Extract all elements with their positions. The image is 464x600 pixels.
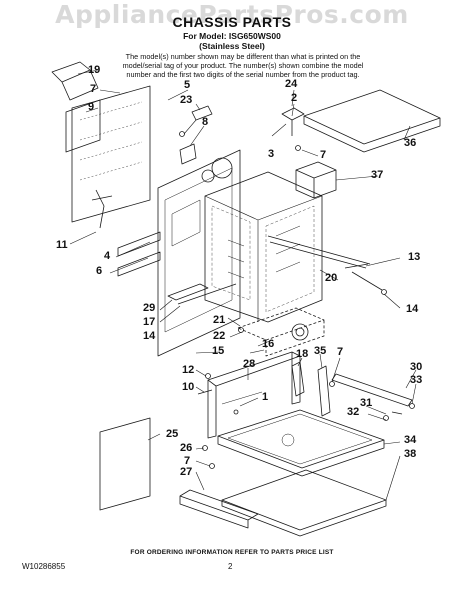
callout-4: 4 — [104, 250, 111, 262]
callout-8: 8 — [202, 116, 209, 128]
callout-17: 17 — [143, 316, 156, 328]
part-toe-kick-27 — [179, 489, 259, 529]
part-back-panel — [71, 85, 151, 229]
callout-13: 13 — [408, 251, 421, 263]
callout-7-c: 7 — [337, 346, 344, 358]
part-bottom-pan-34 — [217, 409, 385, 477]
callout-32: 32 — [347, 406, 360, 418]
ordering-info: FOR ORDERING INFORMATION REFER TO PARTS … — [130, 549, 334, 556]
callout-11: 11 — [56, 239, 68, 251]
part-top-panel-36 — [303, 89, 441, 153]
callout-15: 15 — [212, 345, 225, 357]
callout-7-d: 7 — [184, 455, 191, 467]
part-side-panel-left — [157, 149, 241, 357]
callout-24: 24 — [285, 78, 298, 90]
callout-21: 21 — [213, 314, 226, 326]
document-part-number: W10286855 — [22, 562, 66, 571]
callout-3: 3 — [268, 148, 275, 160]
callout-22: 22 — [213, 330, 226, 342]
callout-10: 10 — [182, 381, 195, 393]
callout-6: 6 — [96, 265, 103, 277]
callout-30: 30 — [410, 361, 423, 373]
callout-18: 18 — [296, 348, 309, 360]
part-screws-12-10 — [197, 373, 213, 395]
callout-25: 25 — [166, 428, 179, 440]
part-bracket-18 — [291, 361, 305, 397]
finish-line: (Stainless Steel) — [199, 41, 265, 51]
part-strips — [117, 231, 161, 277]
callout-2: 2 — [291, 92, 298, 104]
callout-5: 5 — [184, 79, 191, 91]
part-front-frame-28 — [207, 351, 301, 439]
callout-35: 35 — [314, 345, 327, 357]
part-oven-cavity — [204, 171, 323, 323]
callout-27: 27 — [180, 466, 193, 478]
part-lower-pan-38 — [221, 469, 387, 537]
watermark: AppliancePartsPros.com — [55, 0, 409, 29]
model-note: The model(s) number shown may be differe… — [122, 52, 364, 79]
callout-1: 1 — [262, 391, 269, 403]
part-element-20 — [267, 235, 371, 269]
callout-7-b: 7 — [320, 149, 327, 161]
part-screws-26 — [202, 445, 215, 469]
callout-7-a: 7 — [90, 83, 97, 95]
part-bracket-19 — [51, 61, 99, 101]
leader-lines — [69, 69, 417, 501]
callout-34: 34 — [404, 434, 417, 446]
callout-31: 31 — [360, 397, 373, 409]
callout-12: 12 — [182, 364, 195, 376]
part-block-37 — [295, 161, 337, 199]
page-title: CHASSIS PARTS — [172, 14, 292, 30]
callout-23: 23 — [180, 94, 193, 106]
callout-26: 26 — [180, 442, 193, 454]
callout-9: 9 — [88, 101, 95, 113]
model-line: For Model: ISG650WS00 — [183, 31, 281, 41]
callout-28: 28 — [243, 358, 256, 370]
part-side-rail-30 — [331, 373, 415, 421]
callout-37: 37 — [371, 169, 384, 181]
callout-38: 38 — [404, 448, 417, 460]
part-insulation-9 — [65, 99, 101, 153]
part-bracket-23 — [179, 105, 213, 165]
callout-16: 16 — [262, 338, 275, 350]
callout-19: 19 — [88, 64, 101, 76]
callout-33: 33 — [410, 374, 423, 386]
part-screws-13-14 — [344, 263, 387, 295]
callout-36: 36 — [404, 137, 417, 149]
callout-14-b: 14 — [143, 330, 156, 342]
page-number: 2 — [228, 562, 233, 571]
callout-29: 29 — [143, 302, 156, 314]
part-bracket-35 — [317, 365, 335, 417]
part-panel-25 — [99, 417, 151, 511]
callout-14-a: 14 — [406, 303, 419, 315]
callout-20: 20 — [325, 272, 338, 284]
part-base-rail — [167, 283, 237, 305]
part-thermostat-24 — [281, 107, 305, 151]
part-bake-element — [237, 307, 325, 357]
